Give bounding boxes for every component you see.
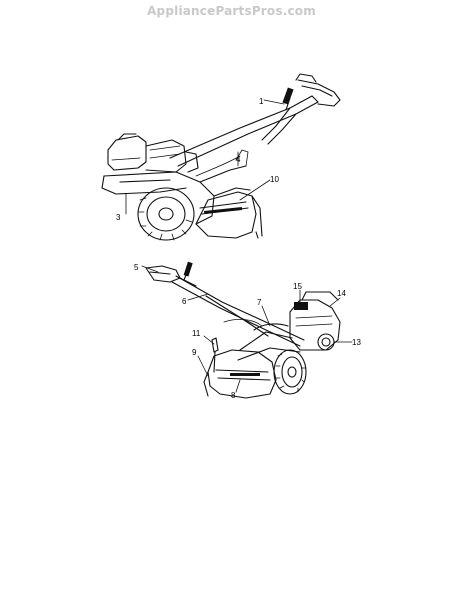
tine-hood-rear	[203, 349, 277, 399]
drive-cable	[195, 155, 241, 177]
callout-3: 3	[116, 213, 121, 222]
watermark-text: AppliancePartsPros.com	[147, 4, 316, 18]
callout-4: 4	[236, 155, 241, 164]
tiller-top-view: 1 3 4 10	[101, 73, 341, 241]
engine-rear	[289, 291, 341, 351]
frame-top	[101, 149, 251, 225]
handlebar-assembly-rear	[145, 265, 305, 347]
depth-stake	[211, 337, 219, 373]
wheel-rear	[273, 349, 307, 395]
callout-7: 7	[257, 298, 262, 307]
callout-1: 1	[259, 97, 264, 106]
callout-14: 14	[337, 289, 346, 298]
shift-lever	[282, 87, 294, 111]
callout-10: 10	[270, 175, 279, 184]
callout-15: 15	[293, 282, 302, 291]
handlebar-assembly	[169, 73, 341, 167]
callout-6: 6	[182, 297, 187, 306]
callout-9: 9	[192, 348, 197, 357]
leader-lines-bottom	[141, 265, 353, 393]
shift-lever-rear	[183, 261, 193, 281]
leader-lines-top	[125, 99, 285, 215]
tiller-bottom-view: 5 6 7 8 9 11 13 14 15	[134, 261, 361, 400]
tine-hood-top	[195, 191, 263, 239]
frame-rear	[223, 318, 301, 361]
callout-13: 13	[352, 338, 361, 347]
callout-5: 5	[134, 263, 139, 272]
wheel-top	[137, 187, 195, 241]
callout-8: 8	[231, 391, 236, 400]
engine-top	[107, 133, 199, 173]
callout-11: 11	[192, 329, 201, 338]
